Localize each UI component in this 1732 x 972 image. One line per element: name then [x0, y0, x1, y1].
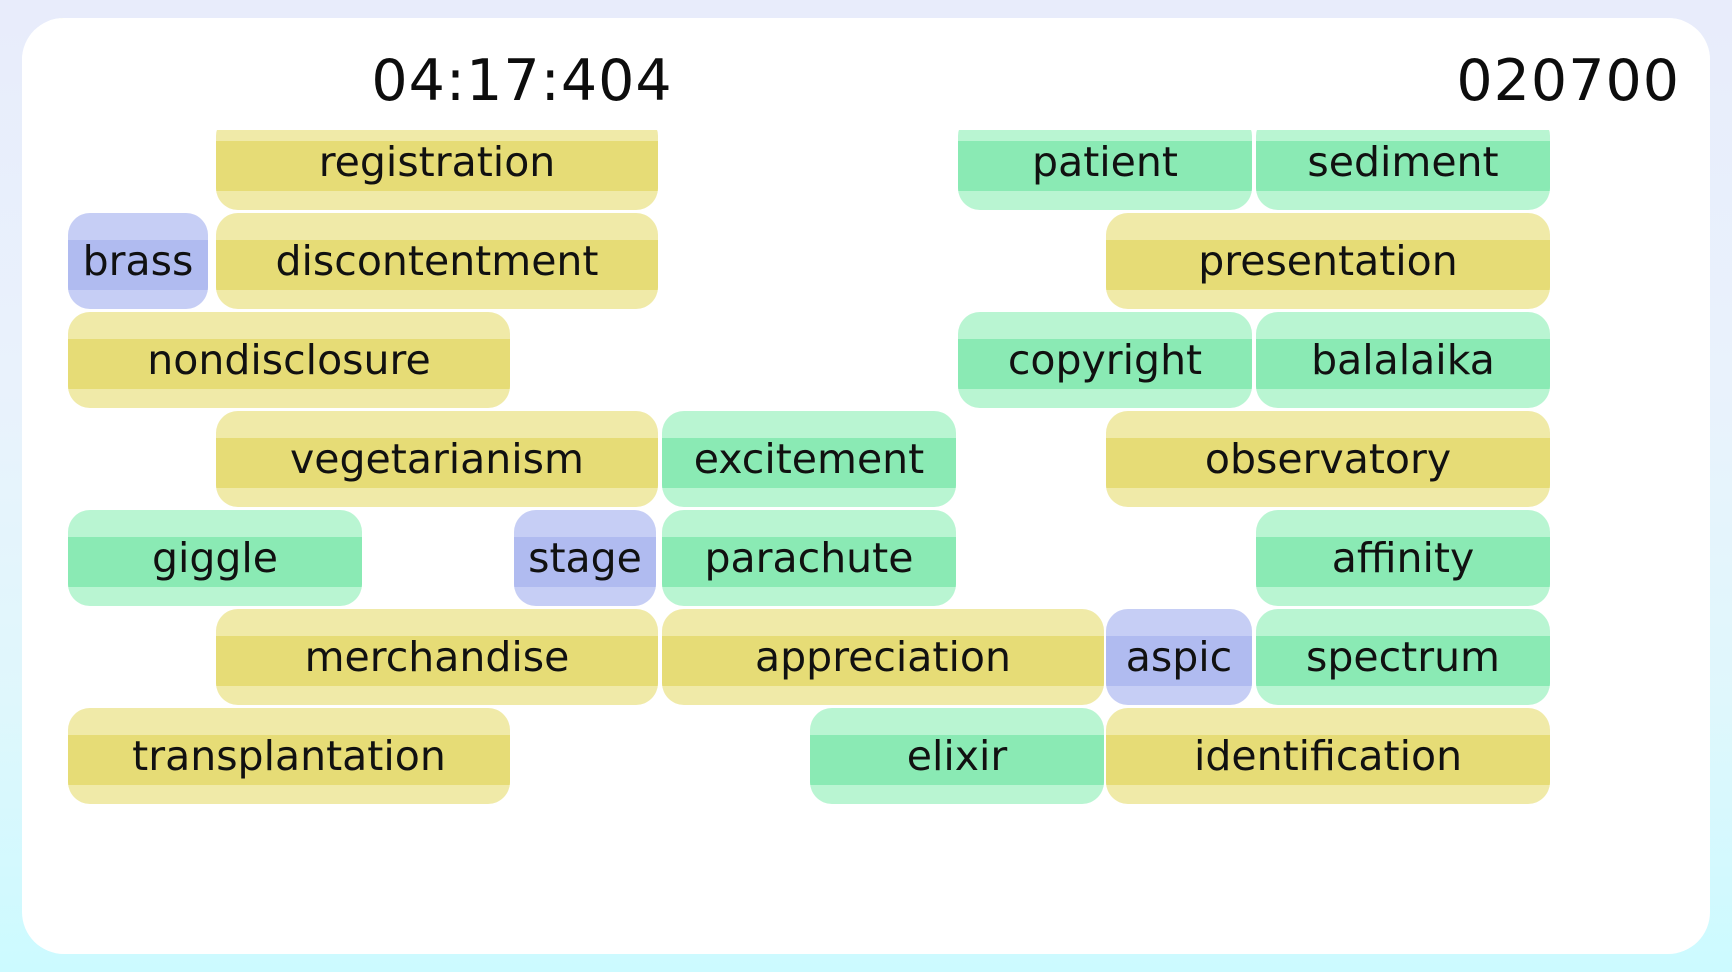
- chip-word-label: spectrum: [1305, 632, 1500, 681]
- chip-center-band: [1106, 636, 1252, 686]
- chip-word-label: aspic: [1125, 632, 1233, 681]
- word-chip-partial[interactable]: [1256, 18, 1550, 111]
- chip-center-band: [662, 537, 956, 587]
- word-chip-appreciation[interactable]: appreciation: [662, 609, 1104, 705]
- chip-word-label: excitement: [693, 434, 925, 483]
- chip-center-band: [68, 339, 510, 389]
- chip-center-band: [514, 537, 656, 587]
- word-chip-observatory[interactable]: observatory: [1106, 411, 1550, 507]
- chip-center-band: [524, 42, 954, 92]
- chip-word-label: patient: [1032, 137, 1178, 186]
- chip-center-band: [958, 339, 1252, 389]
- word-board: registration patient sediment brass disconte…: [22, 18, 1710, 954]
- chip-word-label: discontentment: [275, 236, 599, 285]
- word-chip-spectrum[interactable]: spectrum: [1256, 609, 1550, 705]
- word-chip-stage[interactable]: stage: [514, 510, 656, 606]
- chip-center-band: [1106, 735, 1550, 785]
- chip-center-band: [1106, 438, 1550, 488]
- chip-center-band: [216, 438, 658, 488]
- word-chip-transplantation[interactable]: transplantation: [68, 708, 510, 804]
- chip-center-band: [68, 240, 208, 290]
- word-chip-partial[interactable]: [958, 18, 1252, 111]
- word-chip-discontentment[interactable]: discontentment: [216, 213, 658, 309]
- chip-word-label: affinity: [1331, 533, 1475, 582]
- word-chip-copyright[interactable]: copyright: [958, 312, 1252, 408]
- word-chip-balalaika[interactable]: balalaika: [1256, 312, 1550, 408]
- chip-word-label: registration: [318, 137, 556, 186]
- chip-center-band: [662, 636, 1104, 686]
- word-chip-presentation[interactable]: presentation: [1106, 213, 1550, 309]
- chip-word-label: identification: [1193, 731, 1463, 780]
- chip-center-band: [1256, 141, 1550, 191]
- chip-center-band: [810, 735, 1104, 785]
- word-chip-aspic[interactable]: aspic: [1106, 609, 1252, 705]
- word-chip-patient[interactable]: patient: [958, 114, 1252, 210]
- chip-center-band: [216, 240, 658, 290]
- chip-word-label: merchandise: [304, 632, 570, 681]
- chip-center-band: [958, 42, 1252, 92]
- chip-center-band: [1256, 339, 1550, 389]
- word-chip-identification[interactable]: identification: [1106, 708, 1550, 804]
- chip-word-label: sediment: [1307, 137, 1499, 186]
- chip-center-band: [68, 735, 510, 785]
- word-chip-parachute[interactable]: parachute: [662, 510, 956, 606]
- chip-word-label: balalaika: [1311, 335, 1495, 384]
- word-chip-partial[interactable]: [524, 18, 954, 111]
- chip-word-label: parachute: [704, 533, 914, 582]
- chip-center-band: [662, 438, 956, 488]
- word-chip-excitement[interactable]: excitement: [662, 411, 956, 507]
- chip-word-label: vegetarianism: [290, 434, 584, 483]
- word-chip-nondisclosure[interactable]: nondisclosure: [68, 312, 510, 408]
- chip-word-label: observatory: [1204, 434, 1452, 483]
- word-chip-elixir[interactable]: elixir: [810, 708, 1104, 804]
- word-chip-giggle[interactable]: giggle: [68, 510, 362, 606]
- word-chip-brass[interactable]: brass: [68, 213, 208, 309]
- word-chip-registration[interactable]: registration: [216, 114, 658, 210]
- word-chip-merchandise[interactable]: merchandise: [216, 609, 658, 705]
- word-chip-partial[interactable]: [50, 18, 520, 111]
- chip-center-band: [1106, 240, 1550, 290]
- word-chip-sediment[interactable]: sediment: [1256, 114, 1550, 210]
- chip-word-label: copyright: [1007, 335, 1203, 384]
- chip-word-label: brass: [82, 236, 194, 285]
- chip-center-band: [1256, 42, 1550, 92]
- chip-center-band: [68, 537, 362, 587]
- chip-center-band: [1256, 636, 1550, 686]
- chip-center-band: [1256, 537, 1550, 587]
- chip-center-band: [216, 636, 658, 686]
- chip-center-band: [216, 141, 658, 191]
- chip-word-label: nondisclosure: [147, 335, 431, 384]
- word-chip-vegetarianism[interactable]: vegetarianism: [216, 411, 658, 507]
- chip-word-label: stage: [528, 533, 642, 582]
- chip-center-band: [958, 141, 1252, 191]
- word-chip-affinity[interactable]: affinity: [1256, 510, 1550, 606]
- chip-word-label: elixir: [906, 731, 1008, 780]
- chip-word-label: presentation: [1198, 236, 1458, 285]
- chip-word-label: giggle: [151, 533, 279, 582]
- chip-center-band: [50, 42, 520, 92]
- chip-word-label: appreciation: [755, 632, 1011, 681]
- chip-word-label: transplantation: [132, 731, 446, 780]
